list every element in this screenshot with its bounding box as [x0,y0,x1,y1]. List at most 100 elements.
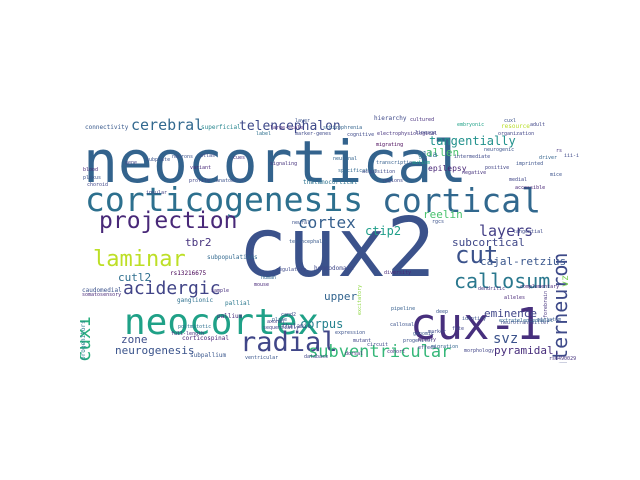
word-glia: glia [418,150,438,159]
word-neurogenesis: neurogenesis [115,344,195,357]
word-cutl2: cutl2 [118,271,152,284]
word-forebrain: forebrain [543,290,549,318]
word-callosum: callosum [454,269,551,293]
word-epilepsy: epilepsy [428,164,467,173]
word-cerebral: cerebral [131,116,204,134]
word-eminence: eminence [484,307,537,320]
word-cut: cut [455,241,499,269]
word-neurons: neurons [172,154,194,160]
word-regions: regions [382,178,404,184]
word-acidergic: acidergic [123,278,221,299]
word-gene: gene [125,160,138,166]
word-insular: insular [146,190,168,196]
word-postmitotic: postmitotic [178,324,212,330]
word-resource: resource [501,123,530,130]
word-anatomical: anatomical [216,178,247,184]
word-fate: fate [452,326,465,332]
word-organization: organization [498,131,535,137]
word-iii-iv: iii-iv [564,153,579,159]
word-cuxl: cuxl [504,118,517,124]
word-striatum: striatum [537,317,562,323]
word-cognitive: cognitive [347,132,375,138]
word-effect: effect [418,345,437,351]
word-radial: radial [240,327,338,358]
word-circuit: circuit [367,342,389,348]
word-svz: svz [493,331,519,347]
word-cortical: cortical [382,181,541,220]
word-pallial: pallial [225,300,251,307]
word-variant: variant [190,165,212,171]
word-excitatory: excitatory [357,284,363,315]
word-upper: upper [324,290,358,303]
word-full-length: full-length [171,331,205,337]
word-blood: blood [83,167,99,173]
word-plate: plate [272,317,288,323]
word-hierarchy: hierarchy [374,115,407,122]
word-homeodomain: homeodomain [314,265,354,272]
word-rs6490029: rs6490029 [549,356,577,362]
word-cohort: cohort [387,349,406,355]
word-rs: rs [556,148,563,154]
word-pipeline: pipeline [391,306,416,312]
word-negative: negative [462,170,487,176]
word-rs13216675: rs13216675 [170,270,207,277]
word-mutant: mutant [353,338,372,344]
word-ganglionic: ganglionic [177,297,214,304]
word-electrophysiological: electrophysiological [377,131,438,137]
word-tangentially: tangentially [429,134,516,148]
word-somatosensory: somatosensory [82,292,122,298]
word-positive: positive [485,165,510,171]
word-connectivity: connectivity [85,124,129,131]
word-subpopulations: subpopulations [207,254,258,261]
word-layers: layers [479,222,534,240]
word-marker-genes: marker-genes [295,131,332,137]
word-diversity: diversity [384,270,412,276]
word-transcription: transcription [376,160,416,166]
word-plexus: plexus [83,175,102,181]
word-imprinted: imprinted [516,161,544,167]
word-corpus: corpus [300,317,344,331]
word-expression: expression [335,330,366,336]
word-identity: identity [462,316,487,322]
word-driver: driver [539,155,558,161]
word-subpallium: subpallium [190,352,227,359]
word-telencephalon: telencephalon [239,119,341,134]
word-neocortical: neocortical [83,128,468,196]
word-genomic: genomic [413,331,435,337]
word-cultured: cultured [410,117,435,123]
word-complementary: complementary [520,284,560,290]
word-migrating: migrating [376,142,404,148]
word-sample: sample [211,288,230,294]
word-schizophrenia: schizophrenia [323,125,363,131]
word-progenitor: progenitor [403,338,434,344]
word-telencephalic: telencephalic [289,239,329,245]
word-large-scale: large-scale [270,125,304,131]
word-tangential: tangential [513,229,544,235]
word-laminar: laminar [93,247,186,272]
word-reelin: reelin [423,208,463,221]
word-label: label [256,131,272,137]
word-lineage: lineage [415,130,437,136]
word-database: database [304,354,329,360]
word-projection: projection [99,208,238,234]
word-dorsal: dorsal [345,351,364,357]
word-subcortical: subcortical [452,236,525,249]
word-neural: neural [292,220,311,226]
word-thalamic: thalamic [282,323,311,330]
word-intermediate: intermediate [454,154,491,160]
word-mice: mice [550,172,563,178]
word-neuronal: neuronal [333,156,358,162]
word-signaling: signaling [270,161,298,167]
word-ctip2: ctip2 [365,224,402,238]
word-allen: allen [426,146,460,159]
word-embryonic: embryonic [457,122,485,128]
word-specification: specification [338,168,378,174]
word-cux2: cux2 [238,201,436,296]
word-human: human [261,275,277,281]
word-neocortex: neocortex [124,302,320,343]
word-zone: zone [121,333,148,346]
word-subplate: subplate [146,157,171,163]
word-progenitors: progenitors [80,320,87,360]
word-profile: profile [189,178,211,184]
